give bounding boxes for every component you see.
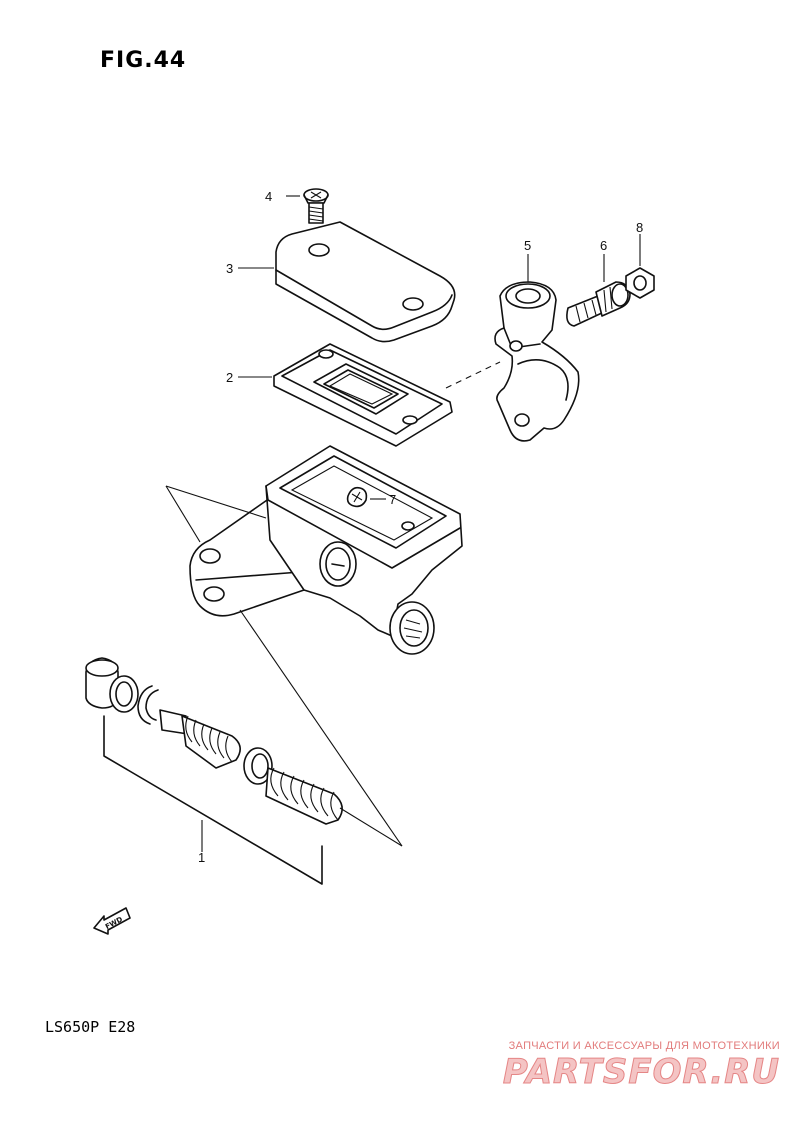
callout-1: 1 xyxy=(198,850,205,865)
reservoir-cap-part-3 xyxy=(238,221,456,343)
piston-kit-part-1 xyxy=(85,657,343,885)
callout-6: 6 xyxy=(600,238,607,253)
watermark-caption: ЗАПЧАСТИ И АКСЕССУАРЫ ДЛЯ МОТОТЕХНИКИ xyxy=(508,1040,780,1052)
watermark-logo: PARTSFOR.RU xyxy=(502,1052,780,1093)
diaphragm-part-2 xyxy=(238,343,453,447)
model-code: LS650P E28 xyxy=(45,1018,136,1036)
master-cylinder-body xyxy=(189,445,463,655)
callout-7: 7 xyxy=(389,492,396,507)
callout-8: 8 xyxy=(636,220,643,235)
forward-arrow-icon: FWD xyxy=(93,907,131,935)
screw-part-4 xyxy=(286,188,329,224)
callout-4: 4 xyxy=(265,189,272,204)
callout-2: 2 xyxy=(226,370,233,385)
nut-part-8 xyxy=(625,234,655,299)
lever-holder-part-5 xyxy=(494,254,580,442)
figure-title: FIG.44 xyxy=(100,48,187,73)
callout-5: 5 xyxy=(524,238,531,253)
callout-3: 3 xyxy=(226,261,233,276)
bolt-part-6 xyxy=(566,254,631,327)
clip-part-7 xyxy=(346,486,386,508)
assembly-guide-lines xyxy=(165,361,501,847)
